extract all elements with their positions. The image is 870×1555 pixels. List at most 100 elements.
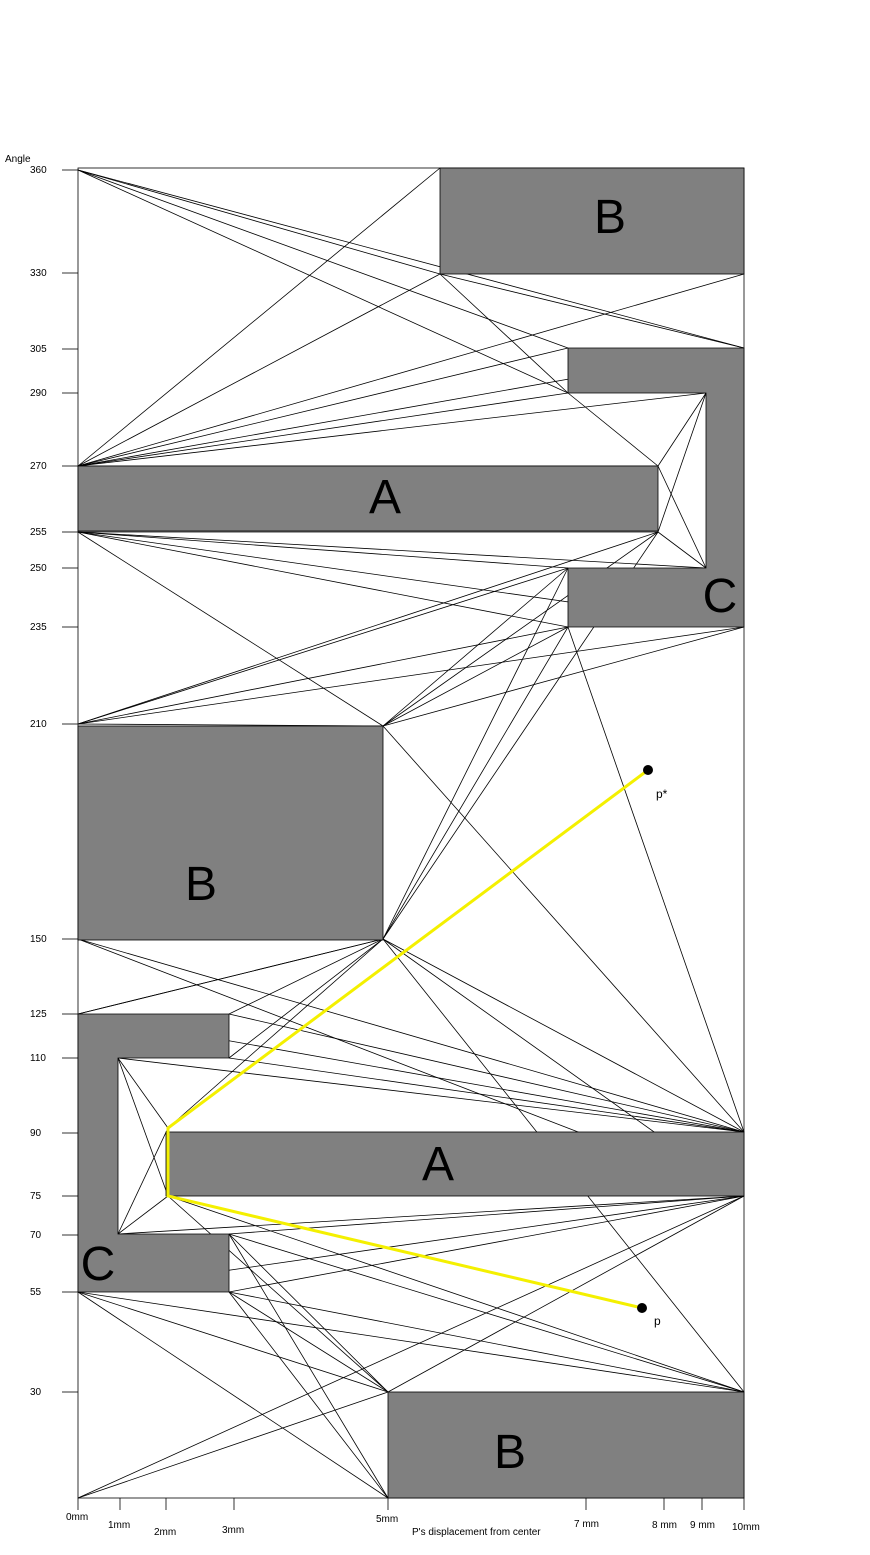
visibility-line [77,169,569,349]
y-axis: 3603303052902702552502352101501251109075… [30,165,78,1398]
x-axis-title: P's displacement from center [412,1527,541,1538]
visibility-line [439,273,745,349]
visibility-line [228,1195,745,1293]
region-label-mid-b: B [185,858,217,911]
y-tick-label: 30 [30,1387,42,1398]
visibility-line [567,392,659,467]
visibility-line [77,626,745,725]
visibility-line [77,169,569,394]
obstacle-top-b [439,167,745,275]
visibility-line [77,392,569,467]
visibility-line [228,938,384,1059]
y-tick-label: 75 [30,1191,42,1202]
shortest-path [166,768,649,1310]
visibility-line [77,1291,745,1393]
visibility-line [77,273,745,467]
visibility-line [77,531,659,725]
visibility-line [117,1057,169,1197]
point-p-star-marker [643,765,653,775]
obstacle-bottom-c [77,1013,230,1293]
visibility-line [77,1291,389,1393]
y-tick-label: 360 [30,165,47,176]
x-tick-label: 5mm [376,1514,398,1525]
obstacle-mid-b [77,725,384,941]
y-tick-label: 70 [30,1230,42,1241]
visibility-line [387,1195,745,1393]
y-tick-label: 90 [30,1128,42,1139]
y-tick-label: 290 [30,388,47,399]
visibility-line [77,531,384,727]
region-label-top-a: A [369,471,401,524]
visibility-line [382,938,745,1133]
visibility-line [228,1291,389,1499]
y-tick-label: 270 [30,461,47,472]
visibility-line [77,1291,389,1499]
visibility-line [77,1391,389,1499]
y-tick-label: 305 [30,344,47,355]
visibility-line [657,392,707,467]
visibility-line [77,626,569,725]
visibility-line [167,938,384,1129]
region-label-top-b: B [594,191,626,244]
visibility-line [228,1195,745,1235]
visibility-line [77,531,569,569]
y-tick-label: 235 [30,622,47,633]
y-tick-label: 330 [30,268,47,279]
region-label-bottom-a: A [422,1138,454,1191]
y-tick-label: 125 [30,1009,47,1020]
obstacle-top-a [77,465,659,532]
y-tick-label: 150 [30,934,47,945]
visibility-line [657,465,707,569]
visibility-line [228,938,384,1015]
visibility-line [167,1195,745,1393]
visibility-line [382,567,569,727]
visibility-line [117,1195,745,1235]
point-p-star-label: p* [656,787,668,801]
visibility-line [77,273,441,467]
x-tick-label: 9 mm [690,1520,715,1531]
x-tick-label: 3mm [222,1525,244,1536]
obstacle-top-c [567,347,745,628]
visibility-line [77,167,441,467]
y-axis-title: Angle [5,154,31,165]
visibility-line [117,1057,745,1133]
visibility-line [117,1057,169,1129]
visibility-line [382,567,569,940]
visibility-line [117,1195,169,1235]
visibility-line [77,938,745,1133]
visibility-line [382,626,569,727]
visibility-line [117,1127,169,1235]
obstacles [77,167,745,1499]
point-p-label: p [654,1314,661,1328]
visibility-line [382,531,659,727]
x-tick-label: 0mm [66,1512,88,1523]
region-label-bottom-b: B [494,1426,526,1479]
visibility-line [228,1291,389,1393]
visibility-line [77,531,707,569]
visibility-line [657,392,707,533]
x-tick-label: 8 mm [652,1520,677,1531]
y-tick-label: 55 [30,1287,42,1298]
y-tick-label: 250 [30,563,47,574]
visibility-line [439,273,569,394]
visibility-line [382,626,745,727]
visibility-line [77,169,441,275]
visibility-line [77,347,569,467]
x-tick-label: 7 mm [574,1519,599,1530]
visibility-line [382,626,569,940]
visibility-line [228,1291,745,1393]
visibility-line [77,567,569,725]
visibility-line [657,531,707,569]
visibility-line [228,1233,389,1393]
region-label-top-c: C [703,570,738,623]
x-tick-label: 10mm [732,1522,760,1533]
visibility-line [167,1195,389,1393]
obstacle-bottom-b [387,1391,745,1499]
visibility-line [77,392,707,467]
point-p-marker [637,1303,647,1313]
visibility-line [228,1013,745,1133]
y-tick-label: 255 [30,527,47,538]
visibility-line [567,626,745,1133]
